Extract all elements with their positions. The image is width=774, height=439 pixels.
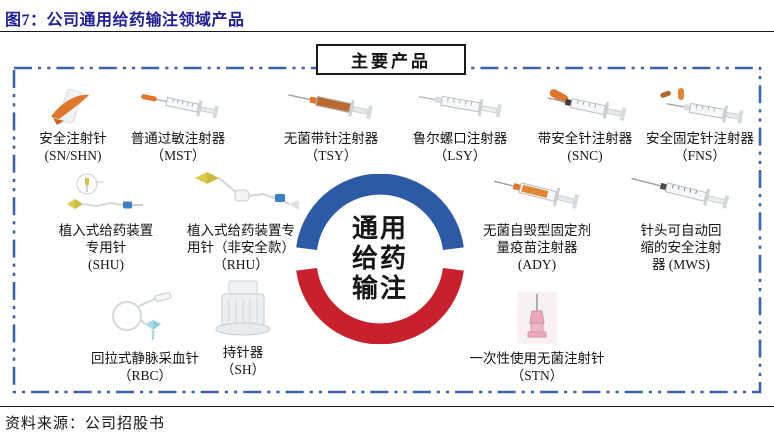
product-sh: 持针器 （SH）: [188, 280, 298, 378]
product-name-2: 专用针: [85, 240, 127, 255]
source-note: 资料来源：公司招股书: [5, 416, 166, 432]
hub-ring-icon: [296, 174, 464, 344]
product-mws: 针头可自动回 缩的安全注射 器 (MWS): [616, 170, 746, 273]
fixed-needle-syringe-icon: [648, 84, 752, 126]
needle-holder-icon: [195, 280, 291, 340]
title-divider: [0, 31, 774, 32]
product-stn: 一次性使用无菌注射针 （STN）: [452, 286, 622, 384]
product-code: （LSY）: [433, 148, 487, 163]
product-code: （SH）: [220, 362, 266, 377]
product-name-2: 用针（非安全款）: [187, 240, 295, 255]
product-name: 普通过敏注射器: [130, 131, 226, 146]
product-code: （RHU）: [213, 257, 269, 272]
product-name-2: 缩的安全注射: [640, 240, 722, 255]
product-name: 带安全针注射器: [537, 131, 633, 146]
product-shu: 植入式给药装置 专用针 (SHU): [41, 170, 171, 273]
product-name: 无菌自毁型固定剂: [483, 223, 591, 238]
product-rhu: 植入式给药装置专 用针（非安全款） （RHU）: [175, 170, 307, 273]
figure-title: 图7：公司通用给药输注领域产品: [5, 12, 245, 29]
product-name: 持针器: [222, 345, 264, 360]
allergy-syringe-icon: [126, 84, 230, 126]
port-needle-icon: [51, 170, 161, 218]
product-code: （TSY）: [304, 148, 358, 163]
product-name: 植入式给药装置专: [187, 223, 295, 238]
hub-title: 通用 给药 输注: [295, 174, 465, 344]
safety-needle-icon: [25, 84, 121, 126]
infusion-set-icon: [177, 170, 305, 218]
product-code: 器 (MWS): [651, 257, 711, 272]
product-snc: 带安全针注射器 (SNC): [520, 84, 650, 164]
product-code: （RBC）: [117, 368, 172, 383]
product-name: 安全固定针注射器: [646, 131, 754, 146]
hub-line-3: 输注: [351, 274, 408, 303]
product-tsy: 无菌带针注射器 （TSY）: [266, 84, 396, 164]
product-code: （FNS）: [674, 148, 726, 163]
product-mst: 普通过敏注射器 （MST）: [113, 84, 243, 164]
safety-needle-syringe-icon: [533, 84, 637, 126]
product-fns: 安全固定针注射器 （FNS）: [637, 84, 763, 164]
hub-line-2: 给药: [351, 244, 408, 273]
product-name-2: 量疫苗注射器: [496, 240, 578, 255]
product-code: （STN）: [510, 368, 564, 383]
product-code: (SHU): [88, 257, 124, 272]
product-code: (SNC): [567, 148, 603, 163]
product-code: （MST）: [150, 148, 206, 163]
sterile-needle-icon: [505, 286, 569, 346]
product-rbc: 回拉式静脉采血针 （RBC）: [70, 286, 220, 384]
product-code: (ADY): [517, 257, 557, 272]
product-sn-shn: 安全注射针 (SN/SHN): [8, 84, 138, 164]
source-divider: [0, 406, 774, 407]
product-code: (SN/SHN): [44, 148, 102, 163]
product-name: 无菌带针注射器: [283, 131, 379, 146]
product-name: 一次性使用无菌注射针: [469, 351, 605, 366]
product-name: 针头可自动回: [640, 223, 722, 238]
hub-line-1: 通用: [351, 214, 408, 243]
product-name: 植入式给药装置: [58, 223, 154, 238]
product-lsy: 鲁尔螺口注射器 （LSY）: [395, 84, 525, 164]
retractable-syringe-icon: [625, 170, 737, 218]
blood-collection-needle-icon: [85, 286, 205, 346]
product-name: 安全注射针: [39, 131, 107, 146]
product-name: 回拉式静脉采血针: [91, 351, 199, 366]
product-name: 鲁尔螺口注射器: [412, 131, 508, 146]
main-products-label: 主要产品: [351, 52, 431, 71]
main-products-banner: 主要产品: [316, 44, 466, 75]
syringe-with-needle-icon: [279, 84, 383, 126]
luer-lock-syringe-icon: [408, 84, 512, 126]
product-ady: 无菌自毁型固定剂 量疫苗注射器 (ADY): [472, 170, 602, 273]
vaccine-syringe-icon: [482, 170, 592, 218]
